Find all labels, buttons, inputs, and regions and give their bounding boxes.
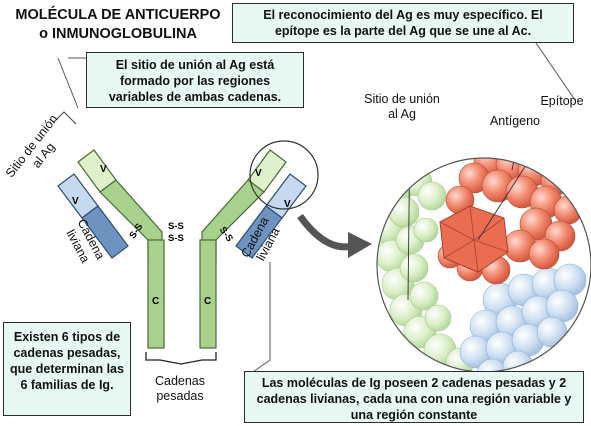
light-chain-right bbox=[235, 173, 307, 259]
light-right-v-letter: V bbox=[284, 199, 291, 210]
zoom-arrow-shaft bbox=[297, 213, 353, 251]
binding-site-bracket bbox=[53, 111, 77, 125]
heavy-chain-right-arm bbox=[199, 149, 287, 349]
heavy-left-v-letter: V bbox=[100, 164, 107, 175]
magnifier-circle bbox=[249, 140, 319, 210]
page-title: MOLÉCULA DE ANTICUERPO o INMUNOGLOBULINA bbox=[0, 6, 236, 44]
title-line-2: o INMUNOGLOBULINA bbox=[39, 26, 197, 42]
callout-composition: Las moléculas de Ig poseen 2 cadenas pes… bbox=[244, 371, 584, 423]
leader-specificity bbox=[533, 39, 576, 101]
epitope-region bbox=[439, 205, 509, 273]
light-left-v-letter: V bbox=[72, 196, 79, 207]
heavy-left-c-letter: C bbox=[152, 296, 159, 307]
pointer-antigen bbox=[511, 158, 521, 171]
light-chain-left bbox=[57, 173, 129, 259]
zoom-arrow-head bbox=[348, 232, 372, 258]
light-left-constant bbox=[81, 205, 129, 259]
heavy-right-v-letter: V bbox=[255, 168, 262, 179]
label-epitope: Epítope bbox=[540, 94, 584, 108]
label-antigen: Antígeno bbox=[489, 114, 541, 128]
heavy-left-stem bbox=[147, 239, 165, 349]
variable-region-spheres-blue bbox=[459, 263, 587, 372]
title-line-1: MOLÉCULA DE ANTICUERPO bbox=[15, 7, 221, 23]
label-binding-site-zoom: Sitio de unión al Ag bbox=[364, 92, 440, 121]
callout-heavy-types: Existen 6 tipos de cadenas pesadas, que … bbox=[3, 322, 131, 416]
heavy-right-stem bbox=[199, 239, 217, 349]
disulfide-bond-top: S-S bbox=[168, 221, 184, 232]
zoom-view bbox=[377, 158, 591, 372]
callout-binding-site: El sitio de unión al Ag está formado por… bbox=[86, 52, 304, 108]
label-heavy-chains: Cadenas pesadas bbox=[154, 374, 206, 403]
callout-specificity: El reconocimiento del Ag es muy específi… bbox=[232, 3, 574, 43]
light-right-constant bbox=[235, 205, 283, 259]
leader-binding-site bbox=[57, 57, 79, 109]
disulfide-bond-bottom: S-S bbox=[168, 233, 184, 244]
heavy-chain-left-arm bbox=[77, 149, 165, 349]
heavy-right-c-letter: C bbox=[204, 296, 211, 307]
pointer-epitope bbox=[477, 158, 561, 241]
heavy-chains-bracket bbox=[145, 352, 217, 365]
pointer-binding-site bbox=[407, 158, 411, 301]
